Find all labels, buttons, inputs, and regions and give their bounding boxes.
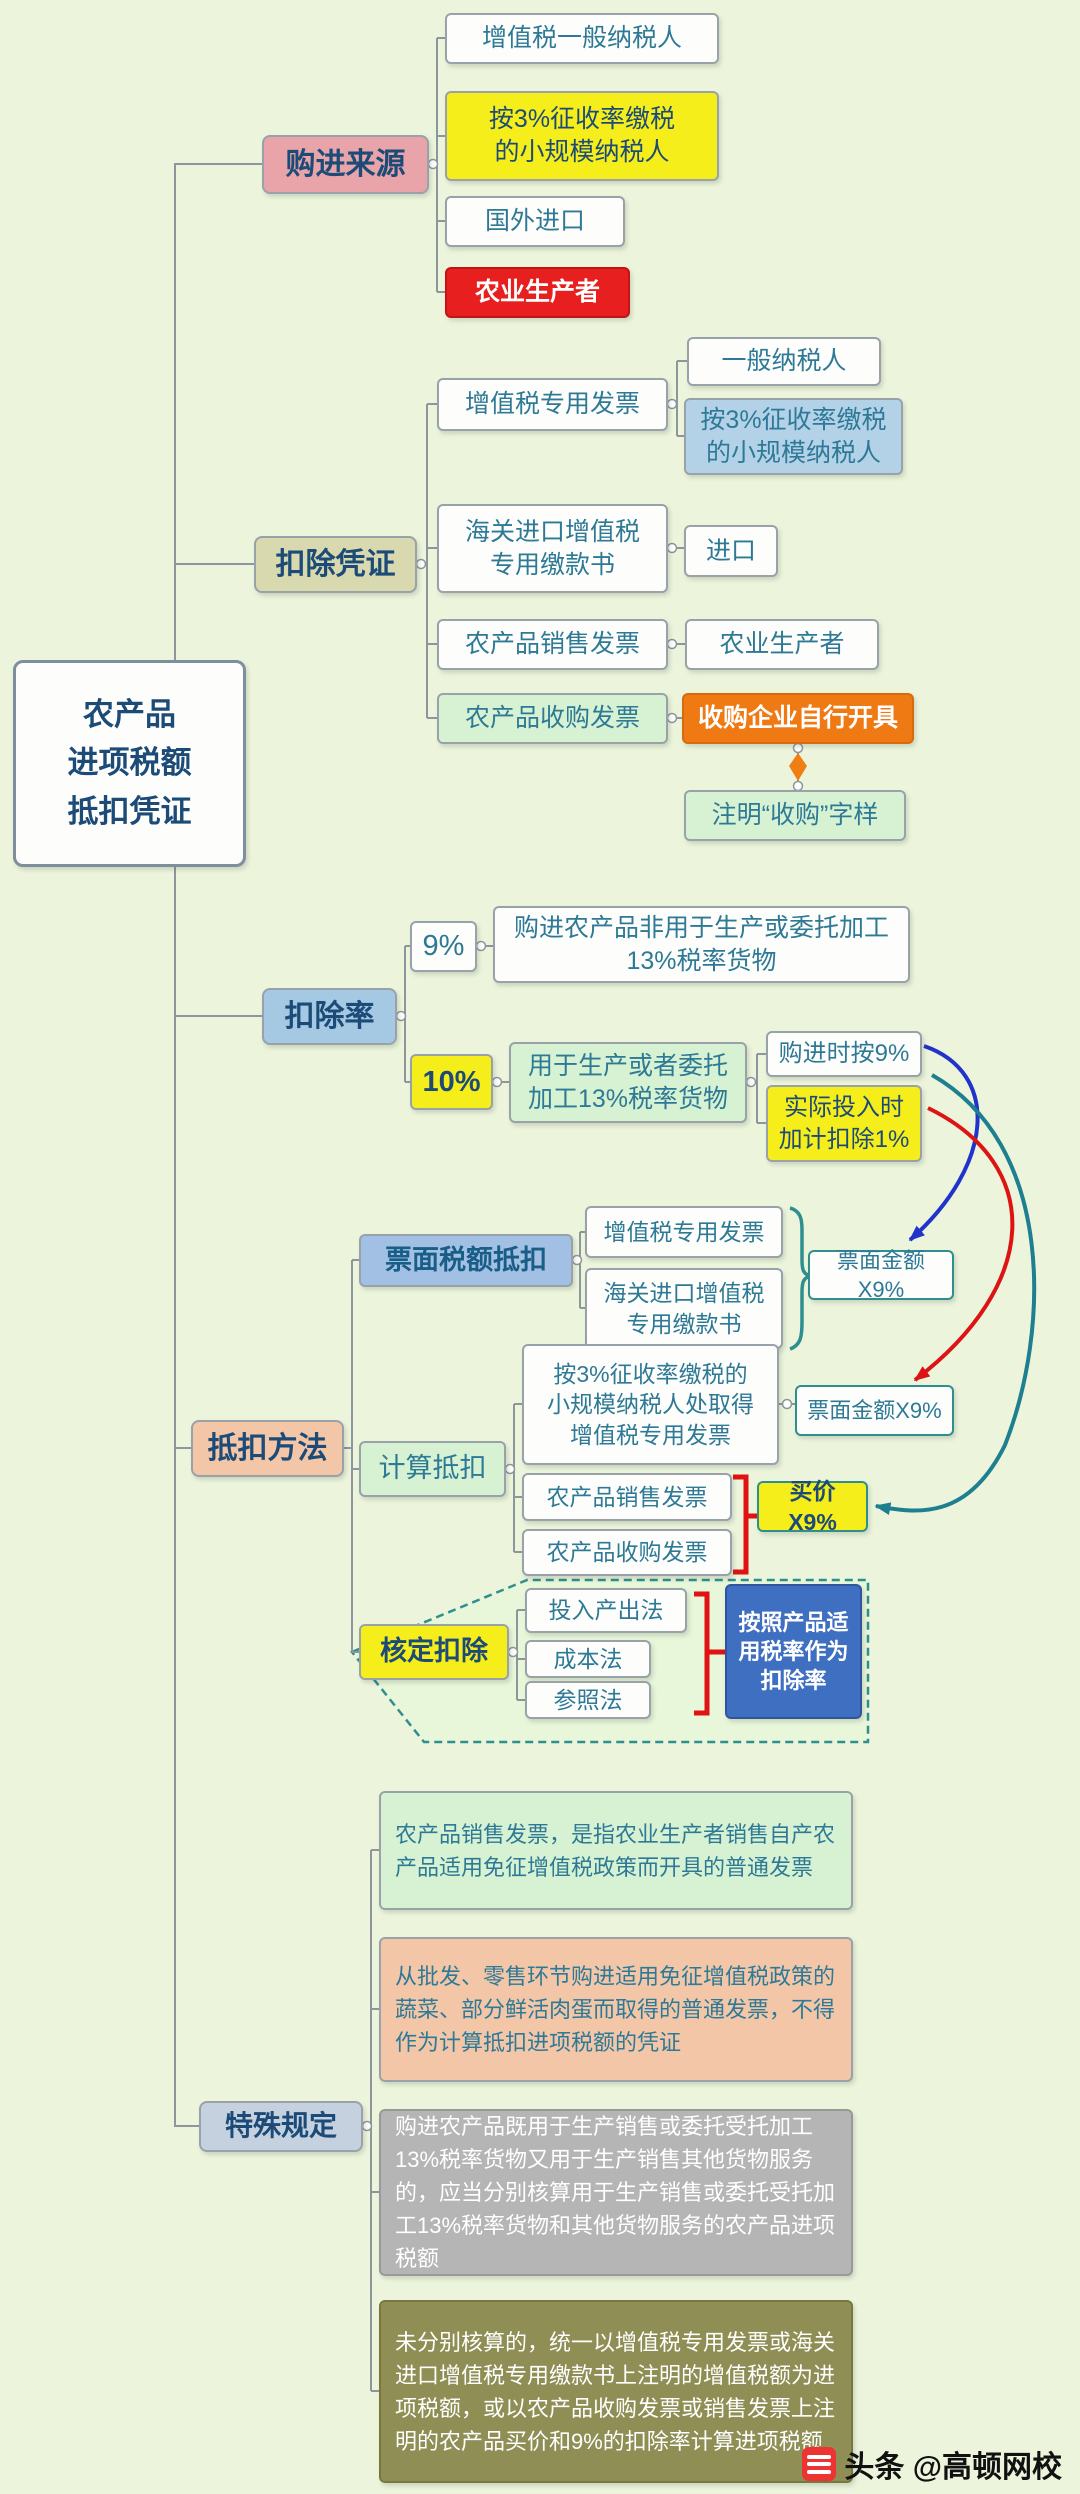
node-agricultural-producer-2[interactable]: 农业生产者 — [685, 619, 879, 670]
node-vat-special-invoice-2[interactable]: 增值税专用发票 — [585, 1206, 783, 1258]
note-sales-invoice-definition[interactable]: 农产品销售发票，是指农业生产者销售自产农产品适用免征增值税政策而开具的普通发票 — [379, 1791, 853, 1910]
node-import[interactable]: 进口 — [684, 525, 778, 577]
node-marked-with-purchase[interactable]: 注明“收购”字样 — [684, 790, 906, 841]
red-bracket-icons — [694, 1474, 757, 1716]
branch-deduction-voucher[interactable]: 扣除凭证 — [254, 536, 417, 593]
teal-brace-icon — [789, 1206, 816, 1351]
node-product-rate-as-deduction-rate[interactable]: 按照产品适 用税率作为 扣除率 — [725, 1584, 862, 1719]
node-cost-method[interactable]: 成本法 — [525, 1640, 651, 1678]
node-9pct-at-purchase[interactable]: 购进时按9% — [766, 1031, 922, 1077]
node-overseas-import[interactable]: 国外进口 — [445, 196, 625, 247]
node-produce-purchase-invoice[interactable]: 农产品收购发票 — [437, 693, 668, 744]
node-general-vat-taxpayer[interactable]: 增值税一般纳税人 — [445, 13, 719, 64]
node-general-taxpayer[interactable]: 一般纳税人 — [687, 337, 881, 386]
node-self-issued-by-purchasing-enterprise[interactable]: 收购企业自行开具 — [682, 693, 914, 744]
node-face-amount-x9pct-1[interactable]: 票面金额X9% — [808, 1248, 954, 1302]
watermark: 头条 @高顿网校 — [802, 2442, 1062, 2486]
node-customs-import-vat-certificate-2[interactable]: 海关进口增值税 专用缴款书 — [585, 1268, 783, 1349]
branch-deduction-rate[interactable]: 扣除率 — [262, 988, 397, 1045]
node-agricultural-producer[interactable]: 农业生产者 — [445, 267, 630, 318]
relation-diamond-icon — [789, 753, 807, 781]
node-produce-sales-invoice-2[interactable]: 农产品销售发票 — [522, 1473, 732, 1521]
arrow-blue — [908, 1044, 980, 1242]
node-for-13pct-goods[interactable]: 用于生产或者委托 加工13%税率货物 — [509, 1042, 747, 1123]
node-face-tax-deduction[interactable]: 票面税额抵扣 — [359, 1234, 573, 1287]
node-not-for-13pct-goods[interactable]: 购进农产品非用于生产或委托加工 13%税率货物 — [493, 906, 910, 983]
arrow-teal — [874, 1073, 1037, 1515]
note-not-separately-accounted-rule[interactable]: 未分别核算的，统一以增值税专用发票或海关进口增值税专用缴款书上注明的增值税额为进… — [379, 2300, 853, 2483]
node-rate-9pct[interactable]: 9% — [410, 921, 477, 972]
node-invoice-from-small-scale-3pct[interactable]: 按3%征收率缴税的 小规模纳税人处取得 增值税专用发票 — [522, 1344, 779, 1465]
node-reference-method[interactable]: 参照法 — [525, 1681, 651, 1719]
node-extra-1pct-at-use[interactable]: 实际投入时 加计扣除1% — [766, 1085, 922, 1162]
junction-dots — [361, 158, 804, 2132]
branch-purchase-source[interactable]: 购进来源 — [262, 135, 429, 194]
toutiao-logo-icon — [802, 2447, 837, 2481]
root-node-agri-input-tax-voucher[interactable]: 农产品 进项税额 抵扣凭证 — [13, 660, 246, 867]
watermark-label: 头条 @高顿网校 — [844, 2451, 1062, 2484]
branch-deduction-method[interactable]: 抵扣方法 — [191, 1420, 344, 1477]
node-buy-price-x9pct[interactable]: 买价X9% — [757, 1478, 868, 1535]
node-rate-10pct[interactable]: 10% — [410, 1054, 493, 1110]
node-small-scale-taxpayer-3pct[interactable]: 按3%征收率缴税 的小规模纳税人 — [445, 91, 719, 181]
node-calculated-deduction[interactable]: 计算抵扣 — [359, 1441, 506, 1497]
note-separate-accounting-rule[interactable]: 购进农产品既用于生产销售或委托受托加工13%税率货物又用于生产销售其他货物服务的… — [379, 2109, 853, 2276]
node-customs-import-vat-certificate[interactable]: 海关进口增值税 专用缴款书 — [437, 504, 668, 593]
node-input-output-method[interactable]: 投入产出法 — [525, 1588, 687, 1633]
node-approved-deduction[interactable]: 核定扣除 — [359, 1624, 509, 1680]
node-vat-special-invoice[interactable]: 增值税专用发票 — [437, 378, 668, 431]
arrow-red — [913, 1106, 1015, 1382]
node-produce-purchase-invoice-2[interactable]: 农产品收购发票 — [522, 1529, 732, 1576]
node-produce-sales-invoice[interactable]: 农产品销售发票 — [437, 619, 668, 670]
node-small-scale-taxpayer-3pct-blue[interactable]: 按3%征收率缴税 的小规模纳税人 — [684, 398, 903, 475]
branch-special-rules[interactable]: 特殊规定 — [199, 2101, 363, 2152]
node-face-amount-x9pct-2[interactable]: 票面金额X9% — [795, 1385, 954, 1436]
note-wholesale-retail-exclusion[interactable]: 从批发、零售环节购进适用免征增值税政策的蔬菜、部分鲜活肉蛋而取得的普通发票，不得… — [379, 1937, 853, 2082]
